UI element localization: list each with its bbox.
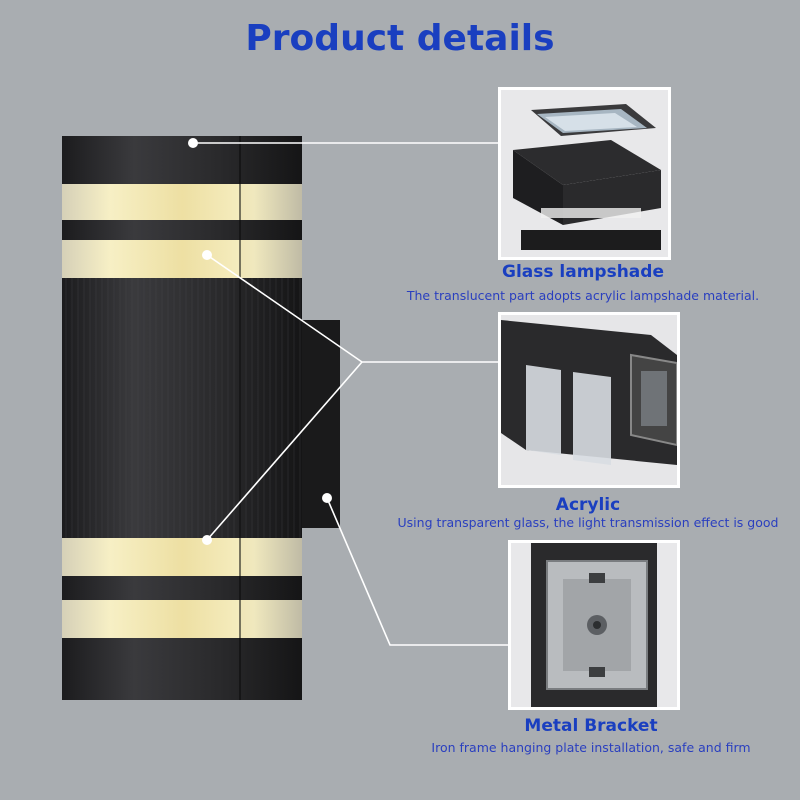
page-title: Product details [245,18,555,59]
feature-title-glass-lampshade: Glass lampshade [502,262,664,282]
feature-desc-acrylic: Using transparent glass, the light trans… [397,515,779,530]
feature-title-metal-bracket: Metal Bracket [524,716,658,736]
glass-lampshade-photo [498,87,671,260]
wall-lamp-image [62,136,340,700]
metal-bracket-photo [508,540,680,710]
acrylic-photo [498,312,680,488]
feature-desc-glass-lampshade: The translucent part adopts acrylic lamp… [406,288,760,303]
feature-title-acrylic: Acrylic [555,495,621,515]
feature-desc-metal-bracket: Iron frame hanging plate installation, s… [431,740,751,755]
